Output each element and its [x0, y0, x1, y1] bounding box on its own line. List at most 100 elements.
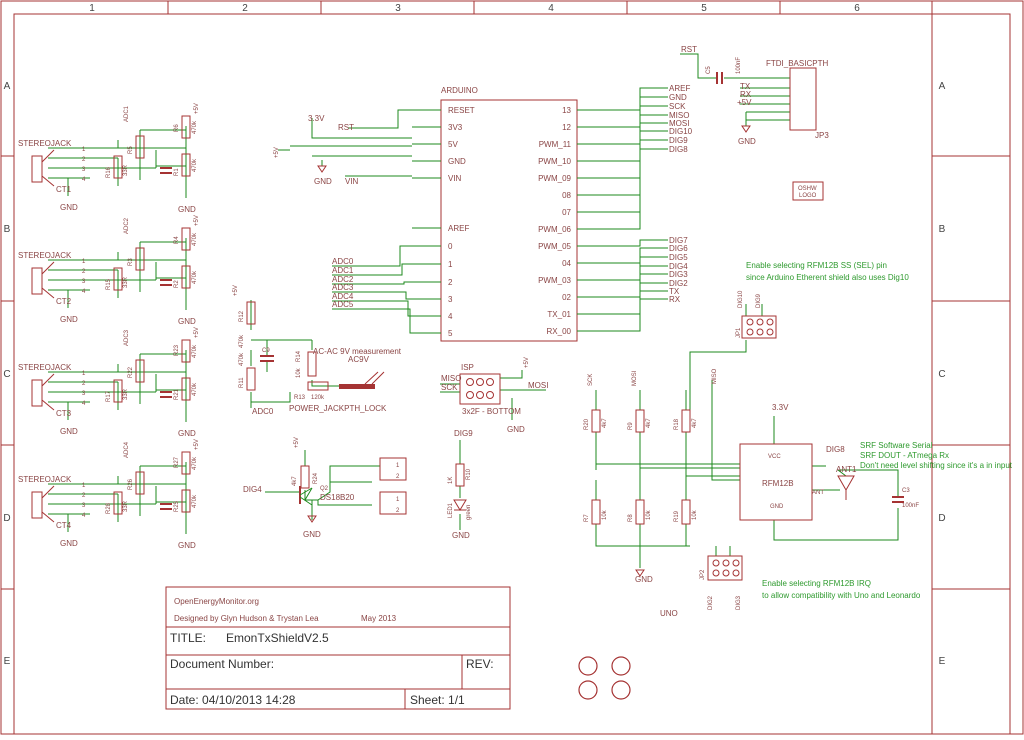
ftdi-gnd: GND [738, 137, 756, 146]
rfm-r18: R18 [674, 418, 680, 430]
arduino-right-pin-label: PWM_05 [538, 242, 571, 251]
ftdi-cap: C5 [706, 66, 712, 74]
row-label-right-D: D [938, 513, 945, 524]
rfm-r20: R20 [584, 418, 590, 430]
ds-pad-2: 2 [396, 474, 400, 480]
jack-pin-number: 4 [82, 401, 86, 407]
ftdi-label: FTDI_BASICPTH [766, 59, 828, 68]
div-top-label: R6 [174, 124, 180, 132]
website-label: OpenEnergyMonitor.org [174, 597, 259, 606]
right-net-label: DIG4 [669, 262, 688, 271]
row-label-right-E: E [939, 656, 946, 667]
arduino-right-pin-label: 04 [562, 259, 571, 268]
isp-gnd: GND [507, 425, 525, 434]
column-label-1: 1 [89, 3, 95, 14]
jack-pin-number: 1 [82, 259, 86, 265]
div-top-value: 470k [192, 120, 198, 134]
ftdi-rst: RST [681, 45, 697, 54]
date-label: Date: 04/10/2013 14:28 [170, 693, 296, 707]
led-res-label: R10 [466, 468, 472, 480]
arduino-right-pin-label: TX_01 [547, 310, 571, 319]
logo-line1: OSHW [798, 186, 817, 192]
jack-pin-number: 1 [82, 483, 86, 489]
rfm-ant-pin: ANT [812, 490, 824, 496]
ds-pad-1: 1 [396, 463, 400, 469]
ct-label: CT4 [56, 521, 72, 530]
burden-label: R3 [128, 258, 134, 266]
jack-pin-number: 2 [82, 269, 86, 275]
arduino-left-pin-label: 3V3 [448, 123, 463, 132]
stereo-jack-body [31, 155, 43, 183]
stereo-jack-contacts [41, 373, 55, 411]
right-net-wire [606, 298, 668, 332]
right-net-label: MOSI [669, 119, 689, 128]
ds-supply-label: +5V [294, 437, 300, 448]
net-3v3: 3.3V [308, 114, 325, 123]
title-field-value: EmonTxShieldV2.5 [226, 631, 329, 645]
rfm-r20-value: 4k7 [602, 418, 608, 428]
adc-label: ADC3 [124, 329, 130, 346]
right-net-label: RX [669, 295, 681, 304]
jack-pin-number: 2 [82, 157, 86, 163]
column-label-2: 2 [242, 3, 248, 14]
right-net-label: MISO [669, 111, 689, 120]
adc-net-wire [332, 291, 412, 300]
arduino-right-pin-label: PWM_11 [539, 140, 572, 149]
arduino-left-pin-label: VIN [448, 174, 462, 183]
rfm12b-section: RFM12B VCC GND ANT ANT1 3.3V C3 100nF DI… [584, 368, 1013, 584]
jp1-section: JP1 DIG10 DIG9 Enable selecting RFM12B S… [689, 261, 909, 430]
div-gnd-label: GND [178, 429, 196, 438]
stereo-jack-body [31, 379, 43, 407]
div-supply-label: +5V [194, 439, 200, 450]
rfm-note-1: SRF Software Serial [860, 441, 933, 450]
net-gnd: GND [314, 177, 332, 186]
net-vin: VIN [345, 177, 359, 186]
ac-r-bot-value: 470k [239, 352, 245, 366]
right-net-wire [606, 282, 668, 332]
div-bottom-label: R25 [174, 500, 180, 512]
div-supply-label: +5V [194, 215, 200, 226]
div-top-label: R27 [174, 456, 180, 468]
ac-r-top-value: 470k [239, 334, 245, 348]
column-label-6: 6 [854, 3, 860, 14]
div-gnd-label: GND [178, 317, 196, 326]
jp2-note-2: to allow compatibility with Uno and Leon… [762, 591, 921, 600]
div-bottom-value: 470k [192, 494, 198, 508]
sheet-label: Sheet: 1/1 [410, 693, 465, 707]
adc-net-label: ADC1 [332, 266, 354, 275]
arduino-left-pin-label: 5V [448, 140, 458, 149]
rfm-miso: MISO [712, 368, 718, 384]
divider-resistor-top [181, 115, 191, 139]
jp1-label: JP1 [736, 327, 742, 338]
div-top-value: 470k [192, 344, 198, 358]
row-label-left-B: B [4, 224, 11, 235]
right-net-label: GND [669, 93, 687, 102]
rfm-r7-value: 10k [602, 509, 608, 520]
burden-label: R26 [128, 478, 134, 490]
right-net-label: SCK [669, 102, 686, 111]
div-top-label: R4 [174, 236, 180, 244]
arduino-label: ARDUINO [441, 86, 478, 95]
rfm-dig8: DIG8 [826, 445, 845, 454]
ftdi-section: RST C5 100nF FTDI_BASICPTH TX RX +5V GND… [680, 45, 829, 146]
right-net-wire [606, 139, 668, 213]
jp2-section: JP2 DIG2 DIG3 Enable selecting RFM12B IR… [660, 546, 921, 618]
rfm-r7: R7 [584, 514, 590, 522]
rfm-r8: R8 [628, 514, 634, 522]
document-number-label: Document Number: [170, 657, 274, 671]
adc-net-label: ADC0 [332, 257, 354, 266]
isp-supply: +5V [524, 357, 530, 368]
divider-resistor-bottom [181, 377, 191, 401]
arduino-left-pin-label: 1 [448, 260, 453, 269]
right-net-label: TX [669, 287, 680, 296]
div-bottom-value: 470k [192, 382, 198, 396]
jp2-dig2: DIG2 [708, 595, 714, 610]
date-note-label: May 2013 [361, 614, 397, 623]
power-jack-label: POWER_JACKPTH_LOCK [289, 404, 387, 413]
